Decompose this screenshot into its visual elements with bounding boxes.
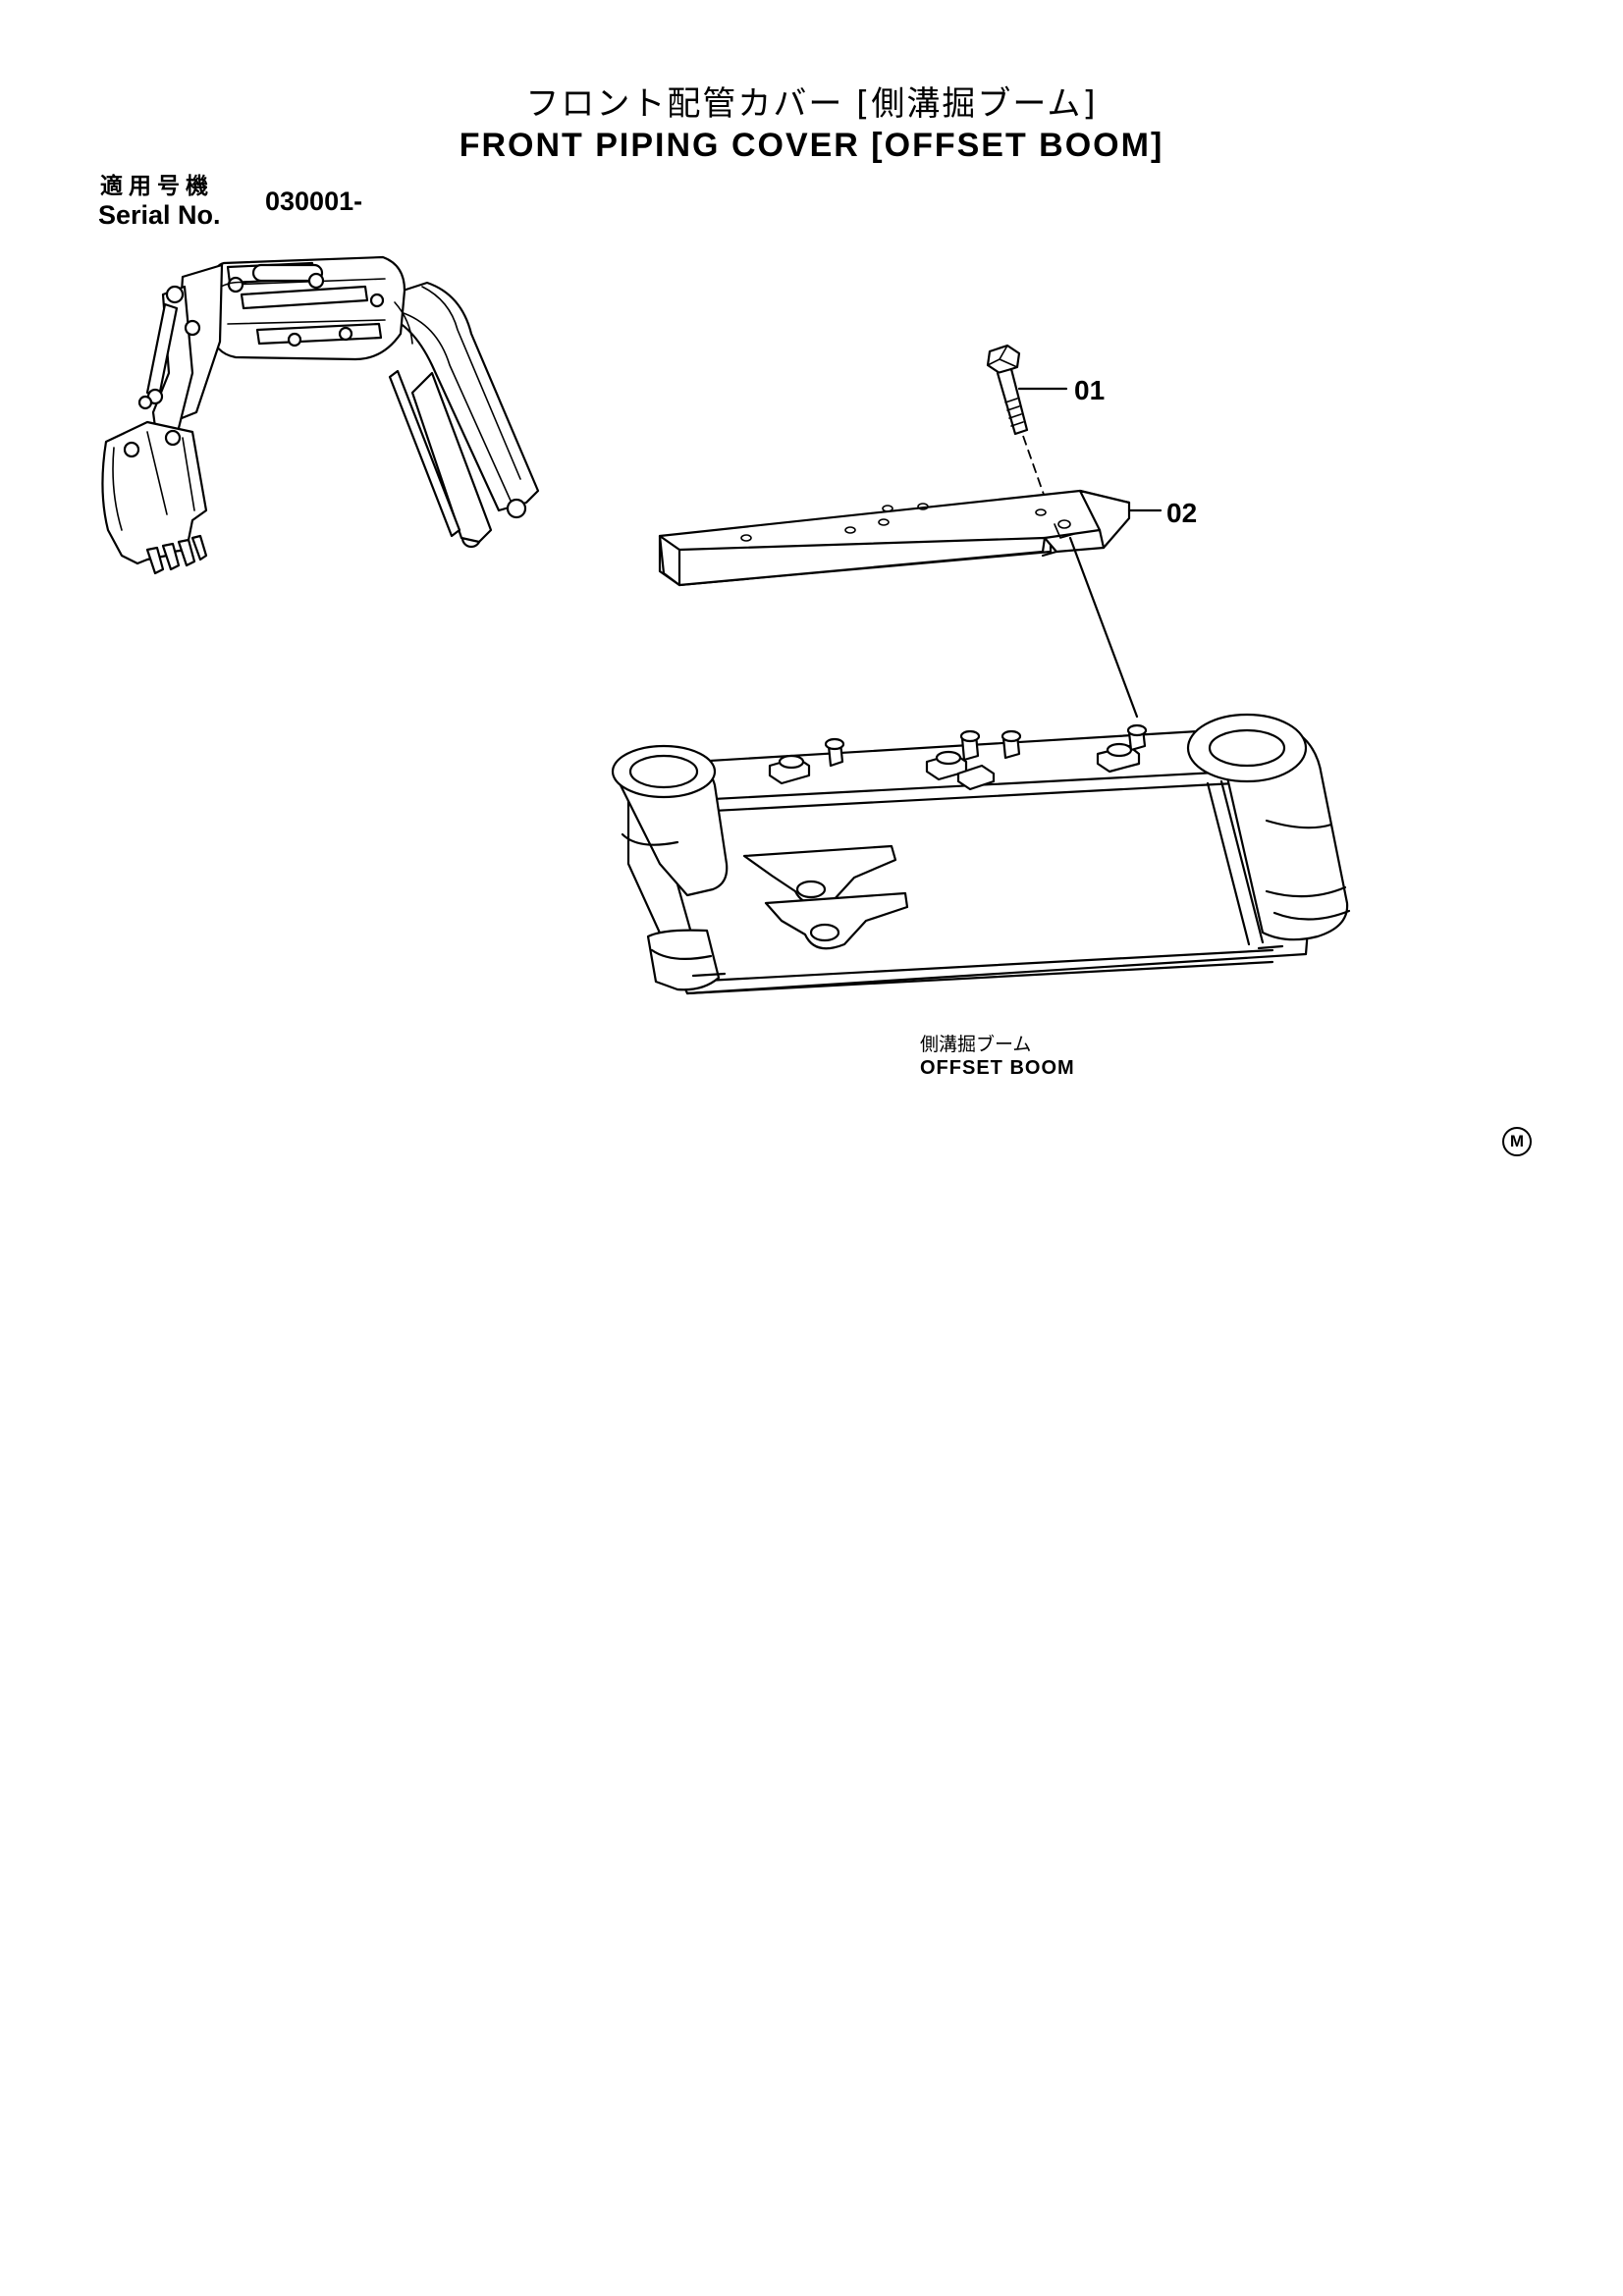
offset-boom-part — [611, 713, 1351, 995]
bolt-part — [986, 344, 1029, 436]
offset-boom-label: OFFSET BOOM — [920, 1057, 1075, 1079]
piping-cover-part — [658, 489, 1131, 587]
serial-number-value: 030001- — [265, 187, 363, 216]
serial-label-japanese: 適用号機 — [100, 174, 214, 199]
page-title-japanese: フロント配管カバー [側溝掘ブーム] — [525, 84, 1098, 124]
m-mark-symbol: M — [1502, 1127, 1532, 1156]
serial-label: Serial No. — [98, 200, 221, 230]
page-title: FRONT PIPING COVER [OFFSET BOOM] — [459, 127, 1164, 164]
cover-mount-line — [1068, 536, 1139, 719]
offset-boom-label-japanese: 側溝掘ブーム — [920, 1034, 1032, 1055]
callout-number-01: 01 — [1074, 375, 1106, 405]
callout-number-02: 02 — [1166, 498, 1198, 528]
excavator-front-sketch — [101, 255, 540, 575]
